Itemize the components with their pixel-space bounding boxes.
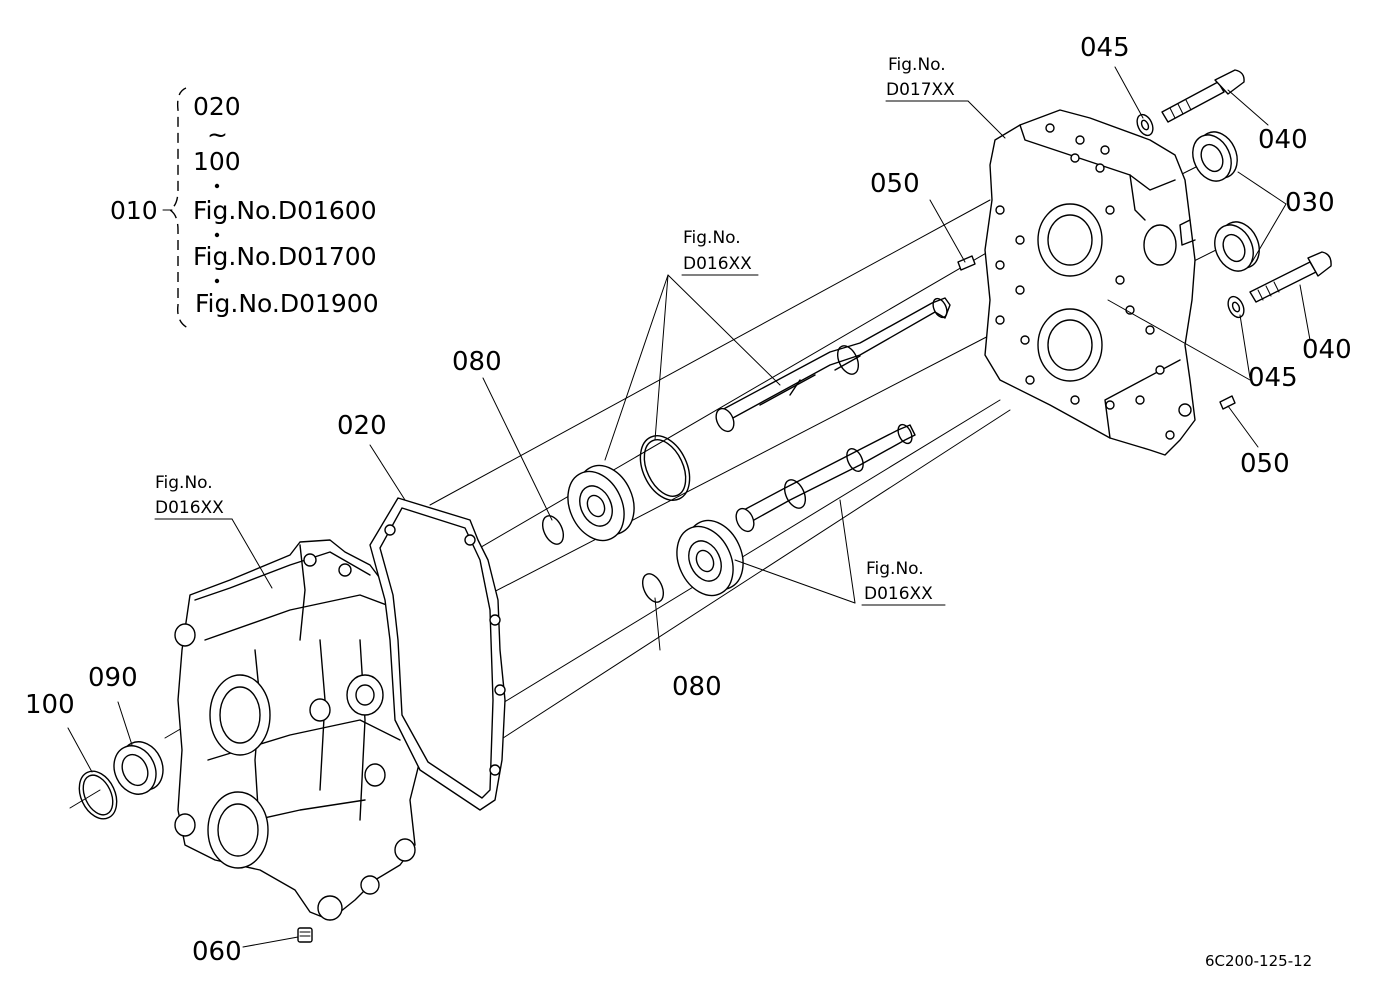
cover-plate xyxy=(984,109,1196,456)
lower-circlip-080 xyxy=(641,573,665,603)
part-label-045-top: 045 xyxy=(1080,33,1130,63)
bracket-item-fig-d01900: Fig.No.D01900 xyxy=(195,289,379,318)
part-label-045-bottom: 045 xyxy=(1248,363,1298,393)
bolt-040-lower xyxy=(1249,251,1332,303)
part-label-080-bottom: 080 xyxy=(672,672,722,702)
part-label-050-top: 050 xyxy=(870,169,920,199)
fig-ref-lower-shaft-line2: D016XX xyxy=(864,584,933,604)
part-label-030: 030 xyxy=(1285,188,1335,218)
part-label-090: 090 xyxy=(88,663,138,693)
part-label-050-bottom: 050 xyxy=(1240,449,1290,479)
bracket-dot xyxy=(214,183,220,189)
bracket-dot xyxy=(214,232,220,238)
upper-circlip-080 xyxy=(541,515,565,545)
bracket-item-020: 020 xyxy=(193,92,241,121)
fig-ref-lower-shaft-line1: Fig.No. xyxy=(866,559,924,579)
oil-seal-030-upper xyxy=(1192,131,1238,182)
bracket-item-tilde: ~ xyxy=(207,120,228,149)
lower-bearing xyxy=(676,519,744,597)
washer-045-upper xyxy=(1136,113,1154,137)
leader-lines xyxy=(67,66,1311,948)
part-label-040-bottom: 040 xyxy=(1302,335,1352,365)
circlip-100 xyxy=(78,770,118,820)
part-label-100: 100 xyxy=(25,690,75,720)
drawing-code: 6C200-125-12 xyxy=(1205,952,1312,970)
upper-shaft xyxy=(715,297,951,433)
washer-045-lower xyxy=(1227,295,1245,319)
gasket xyxy=(369,497,506,811)
upper-bearing xyxy=(567,464,635,542)
gear-case xyxy=(174,539,426,921)
fig-ref-case-line1: Fig.No. xyxy=(155,473,213,493)
lower-shaft xyxy=(735,423,916,533)
bracket-item-fig-d01600: Fig.No.D01600 xyxy=(193,196,377,225)
bracket-main-part: 010 xyxy=(110,196,158,225)
dowel-pin-050-lower xyxy=(1219,395,1236,410)
part-label-020: 020 xyxy=(337,411,387,441)
part-label-080-top: 080 xyxy=(452,347,502,377)
dowel-pin-050-upper xyxy=(957,255,976,271)
bolt-040-upper xyxy=(1161,69,1245,123)
bracket-item-fig-d01700: Fig.No.D01700 xyxy=(193,242,377,271)
bracket-dot xyxy=(214,278,220,284)
part-label-060: 060 xyxy=(192,937,242,967)
oil-seal-030-lower xyxy=(1214,221,1260,272)
part-label-040-top: 040 xyxy=(1258,125,1308,155)
fig-ref-upper-shaft-line1: Fig.No. xyxy=(683,228,741,248)
bracket-legend: 010 020 ~ 100 Fig.No.D01600 Fig.No.D0170… xyxy=(110,87,379,329)
fig-ref-cover-line2: D017XX xyxy=(886,80,955,100)
fig-ref-upper-shaft-line2: D016XX xyxy=(683,254,752,274)
bracket-item-100: 100 xyxy=(193,147,241,176)
oil-seal-090 xyxy=(113,741,164,795)
fig-ref-cover-line1: Fig.No. xyxy=(888,55,946,75)
upper-snap-ring xyxy=(639,435,691,501)
fig-ref-case-line2: D016XX xyxy=(155,498,224,518)
drain-plug-060 xyxy=(297,927,313,943)
